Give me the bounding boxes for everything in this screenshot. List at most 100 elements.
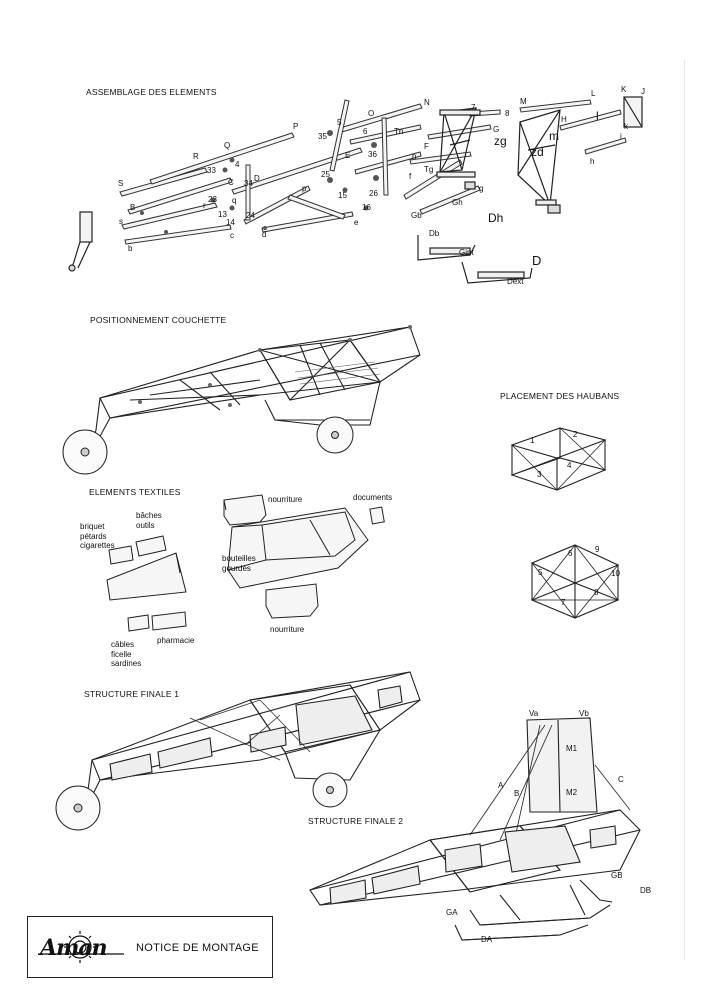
assembly-label: Q [224,141,231,150]
assembly-label: 23 [208,195,217,204]
heading-textiles: ELEMENTS TEXTILES [89,487,181,497]
assembly-label: 33 [207,166,216,175]
assembly-label: Gh [452,198,463,207]
assembly-label: q [232,196,237,205]
assembly-label: zg [494,134,507,148]
assembly-label: K [621,85,627,94]
assembly-label: Dh [488,211,504,225]
hauban-number: 10 [611,569,620,578]
assembly-label: N [424,98,430,107]
assembly-label: 36 [368,150,377,159]
heading-assembly: ASSEMBLAGE DES ELEMENTS [86,87,217,97]
assembly-label: i [620,132,622,141]
hauban-number: 7 [561,598,566,607]
assembly-label: R [193,152,199,161]
assembly-label: E [345,151,351,160]
textile-label-documents: documents [353,493,393,502]
assembly-label: 14 [226,218,235,227]
assembly-label: m [549,129,559,143]
heading-haubans: PLACEMENT DES HAUBANS [500,391,620,401]
assembly-label: Dext [507,277,524,286]
assembly-label: Tn [394,127,404,136]
page-edge-line [684,60,685,960]
assembly-label: zd [531,145,544,159]
assembly-label: S [118,179,124,188]
hauban-number: 8 [594,588,599,597]
assembly-label: G [493,125,500,134]
finale2-label: B [514,789,520,798]
finale2-label: A [498,781,504,790]
hauban-number: 1 [530,436,535,445]
heading-couchette: POSITIONNEMENT COUCHETTE [90,315,227,325]
assembly-label: D [254,174,260,183]
textile-label-briquet: briquet pétards cigarettes [80,522,115,550]
assembly-label-large: D [532,253,542,268]
assembly-label: Db [429,229,440,238]
assembly-label: e [354,218,359,227]
assembly-label: H [561,115,567,124]
finale2-label: M2 [566,788,578,797]
assembly-label: 35 [318,132,327,141]
assembly-label: L [591,89,596,98]
finale2-label: GB [611,871,623,880]
assembly-label: g [479,184,484,193]
assembly-label: Gb [411,211,422,220]
assembly-label: d [262,230,267,239]
assembly-label: J [641,87,645,96]
textile-label-nourriture: nourriture [268,495,303,504]
assembly-label: Gint [459,248,474,257]
finale2-label: GA [446,908,458,917]
assembly-label: b [128,244,133,253]
hauban-number: 3 [537,470,542,479]
assembly-label: 5 [337,118,342,127]
textile-label-cables: câbles ficelle sardines [111,640,142,668]
finale2-label: C [618,775,624,784]
assembly-label: f [409,172,412,181]
finale2-label: M1 [566,744,578,753]
assembly-label: s [119,217,123,226]
finale2-label: Va [529,709,539,718]
assembly-label: 16 [362,203,371,212]
finale2-label: Vb [579,709,589,718]
assembly-label: C [228,178,234,187]
assembly-label: h [590,157,595,166]
assembly-label: M [520,97,527,106]
assembly-label: 6 [363,127,368,136]
assembly-label: 7 [471,103,476,112]
footer-title-box: Aman NOTICE DE MONTAGE [27,916,273,978]
heading-finale1: STRUCTURE FINALE 1 [84,689,180,699]
assembly-label: 25 [321,170,330,179]
textile-label-bouteilles: bouteilles gourdes [222,554,256,573]
textile-label-nourriture-bottom: nourriture [270,625,305,634]
assembly-label: r [203,201,206,210]
hauban-number: 6 [568,549,573,558]
assembly-label: O [368,109,375,118]
assembly-label: 34 [244,179,253,188]
assembly-label: F [424,142,429,151]
assembly-label: k [624,122,628,131]
hauban-number: 2 [573,430,578,439]
textile-label-pharmacie: pharmacie [157,636,195,645]
footer-title: NOTICE DE MONTAGE [136,942,259,954]
hauban-number: 5 [538,568,543,577]
brand-logo: Aman [40,935,108,961]
assembly-label: n [412,152,417,161]
assembly-label: P [293,122,299,131]
assembly-label: l [596,109,599,123]
heading-finale2: STRUCTURE FINALE 2 [308,816,404,826]
assembly-label: 15 [338,191,347,200]
assembly-label: 26 [369,189,378,198]
logo-gear-icon [38,931,124,963]
finale2-label: DB [640,886,652,895]
hauban-number: 4 [567,461,572,470]
finale2-label: DA [481,935,493,944]
assembly-label: Tg [424,165,434,174]
assembly-label: B [130,203,136,212]
